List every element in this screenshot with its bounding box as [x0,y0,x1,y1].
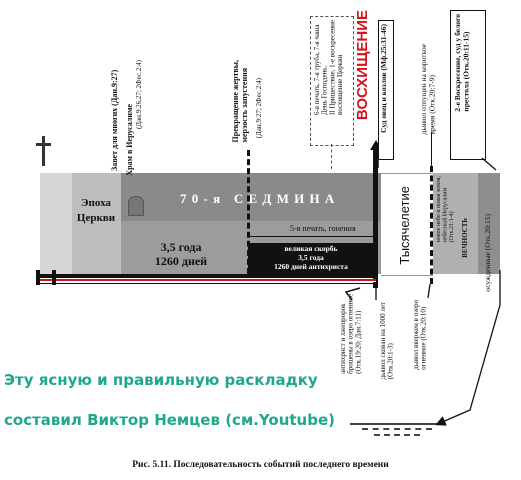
seals-box [310,16,354,146]
seventieth-week-label: 7 0 - я С Е Д М И Н А [180,191,336,206]
great-tribulation-block [248,243,374,275]
covenant-label: Завет для многих (Дан.9:27) [110,69,119,171]
arrow-condemned [435,270,501,426]
millennium-end-dashed [430,166,433,284]
great-tribulation-label: великая скорбь 3,5 года 1260 дней антихр… [274,244,348,271]
church-age-band [40,173,72,274]
millennium-box [381,173,433,276]
millennium-label: Тысячелетие [397,186,412,265]
seventieth-week-upper-dark [121,173,381,221]
sheep-goats-label: Суд овец и козлов (Мф.25:31-46) [379,24,388,133]
sacrifice-label: Прекращение жертвы, мерзость запустения [231,60,249,143]
lake-line-3 [374,434,420,436]
devil-cast-label: дьявол ввержен в озеро огненное (Отк.20:… [412,300,428,370]
devil-released-line [431,132,432,166]
rapture-arrow-icon [370,140,382,150]
midweek-dashed-line [247,150,250,274]
timeline-white-gap [36,281,376,282]
cross-icon [36,136,52,166]
timeline-red-line [36,279,376,281]
timeline-tick [52,270,56,285]
white-throne-label: 2-е Воскресение, суд у белого престола (… [453,14,471,112]
eternity-label: ВЕЧНОСТЬ [461,218,469,258]
temple-ref: (Дан.9:26,27; 2Фес.2:4) [135,60,143,130]
fifth-seal-arrow [250,236,374,237]
timeline-base-bar [36,270,40,285]
church-age-block [72,173,121,274]
timeline-thin-line [36,283,376,284]
church-age-label: Эпоха Церкви [76,197,116,224]
lake-line-2 [362,428,432,430]
lake-line-1 [350,423,440,425]
sheep-goats-box [378,20,394,160]
left-half-label: 3,5 года 1260 дней [154,240,208,269]
fifth-seal-label: 5-я печать, гонения [290,224,356,233]
seals-connector [331,144,332,169]
temple-label: Храм в Иерусалиме [125,104,134,176]
white-throne-box [450,10,486,160]
new-heaven-band [433,173,478,274]
new-heaven-label: новое небо и новая земля, небесный Иерус… [436,176,456,243]
rapture-label: ВОСХИЩЕНИЕ [354,10,371,121]
figure-caption: Рис. 5.11. Последовательность событий по… [132,460,389,470]
seals-label: 6-я печать, 7-я труба, 7-я чаша День Гос… [313,20,345,116]
sacrifice-ref: (Дан.9:27; 2Фес.2:4) [255,78,263,139]
credit-line-2: составил Виктор Немцев (см.Youtube) [4,411,335,429]
arrow-devil-cast [427,283,431,299]
temple-tombstone-icon [128,196,144,216]
devil-released-label: дьявол отпущен на короткое время (Отк.20… [419,44,437,135]
antichrist-label: антихрист и лжепророк брошены в озеро ог… [339,294,363,374]
condemned-label: осужденные (Отк.20:15) [483,214,492,292]
second-coming-line [373,150,378,288]
credit-line-1: Эту ясную и правильную раскладку [4,371,318,389]
eternity-band [478,173,500,274]
devil-bound-label: дьявол скован на 1000 лет (Отк.20:1-3) [379,302,395,380]
timeline-black-bar [36,274,376,278]
